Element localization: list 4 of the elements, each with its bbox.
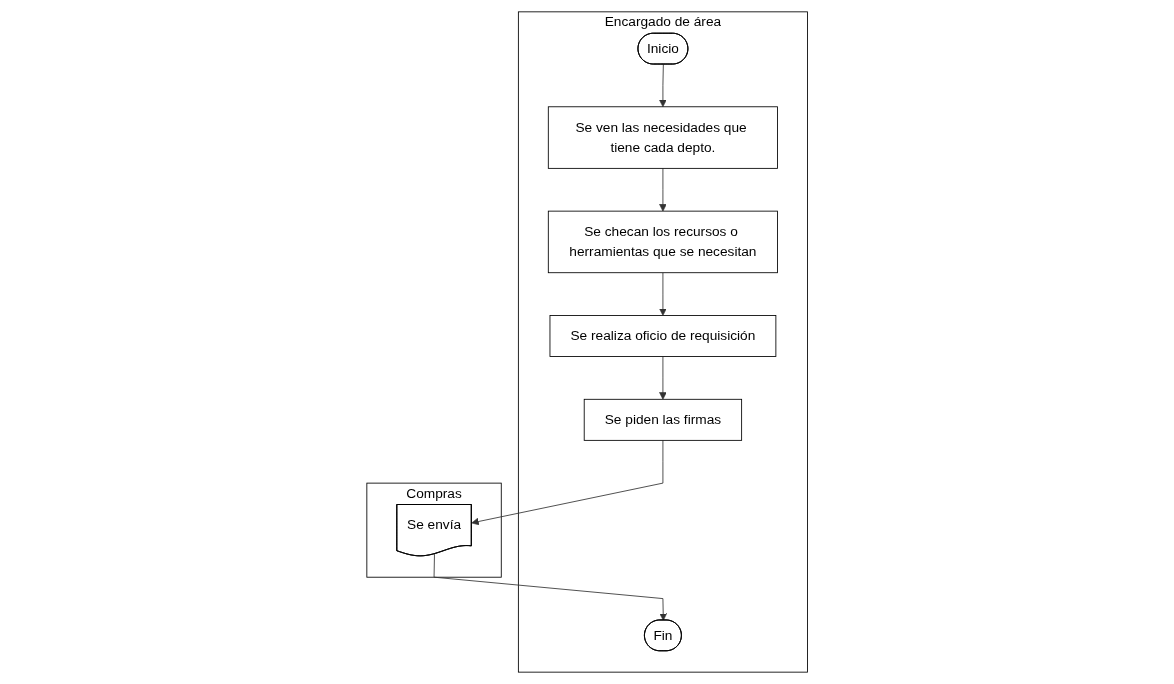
node-box: Se piden las firmas xyxy=(583,398,742,441)
node-box: Se checan los recursos o herramientas que se necesitan xyxy=(547,210,778,274)
node-box: Se ven las necesidades que tiene cada depto. xyxy=(547,106,778,169)
node-box: Se realiza oficio de requisición xyxy=(549,315,777,357)
